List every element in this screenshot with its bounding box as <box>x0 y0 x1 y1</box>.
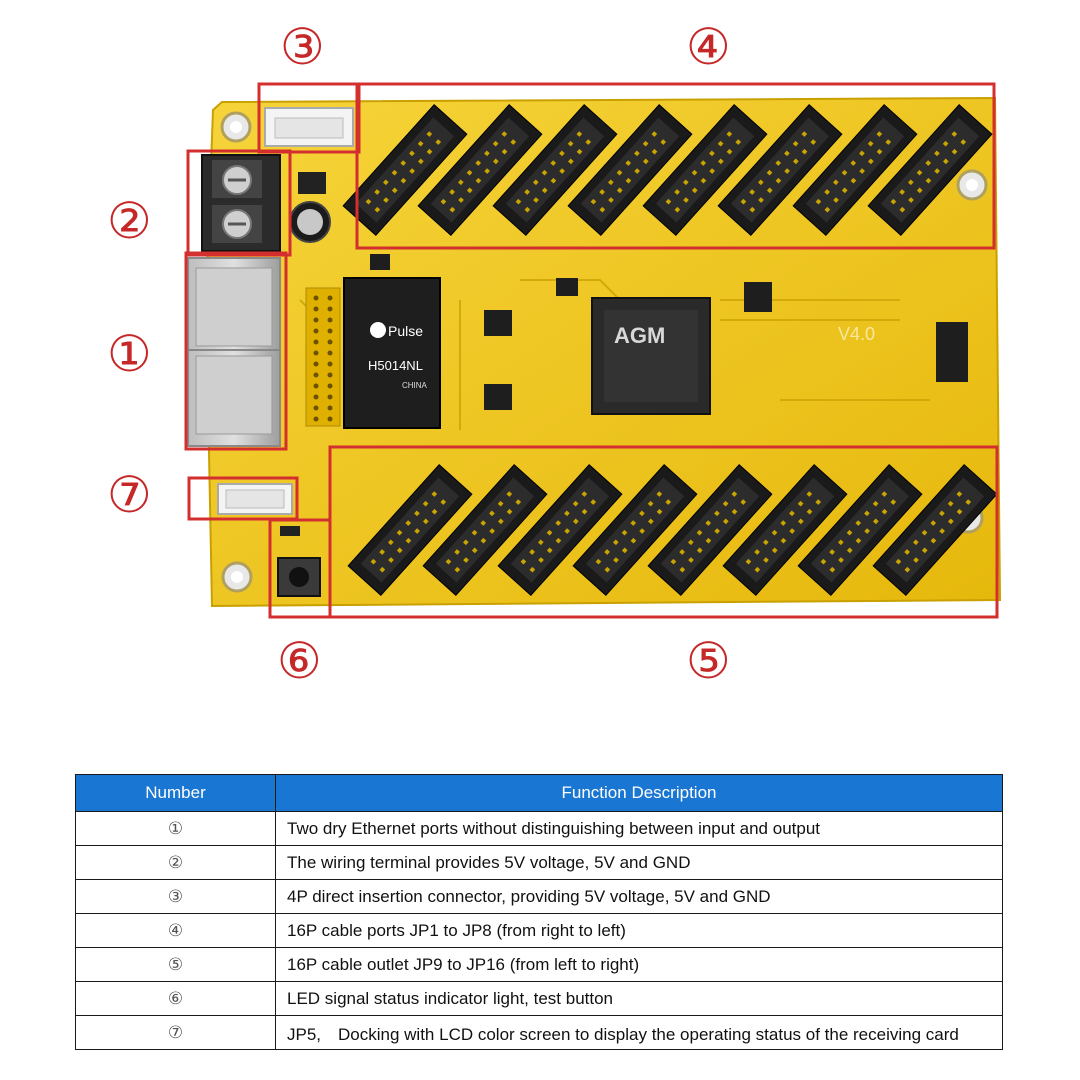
top-connector-3 <box>492 104 618 236</box>
row-description: LED signal status indicator light, test … <box>275 981 1003 1016</box>
transformer-brand: Pulse <box>388 323 423 339</box>
ethernet-ports <box>187 257 281 447</box>
callout-6: ⑥ <box>277 632 322 690</box>
highlight-box-3 <box>257 82 361 154</box>
top-connector-8 <box>867 104 993 236</box>
row-number: ④ <box>75 913 276 948</box>
bottom-connector-2 <box>422 464 548 596</box>
transformer-part: H5014NL <box>368 358 423 373</box>
top-connector-6 <box>717 104 843 236</box>
transformer-origin: CHINA <box>402 381 428 390</box>
row-number: ⑥ <box>75 981 276 1016</box>
highlight-box-2 <box>186 149 292 257</box>
table-row: ③ 4P direct insertion connector, providi… <box>75 879 1003 914</box>
row-description: 16P cable ports JP1 to JP8 (from right t… <box>275 913 1003 948</box>
bottom-connector-8 <box>872 464 998 596</box>
column-header-description: Function Description <box>275 774 1003 812</box>
row-description: The wiring terminal provides 5V voltage,… <box>275 845 1003 880</box>
row-number: ⑦ <box>75 1015 276 1050</box>
column-header-number: Number <box>75 774 276 812</box>
highlight-box-7 <box>187 476 299 521</box>
function-table: Number Function Description ① Two dry Et… <box>75 774 1003 1050</box>
four-pin-connector <box>264 107 354 147</box>
top-connector-7 <box>792 104 918 236</box>
bottom-connector-1 <box>347 464 473 596</box>
table-row: ⑦ JP5, Docking with LCD color screen to … <box>75 1015 1003 1050</box>
board-illustration: Pulse H5014NL CHINA AGM V4.0 <box>184 82 1002 619</box>
table-row: ④ 16P cable ports JP1 to JP8 (from right… <box>75 913 1003 948</box>
board-version: V4.0 <box>838 324 875 344</box>
header-pin-strip <box>305 287 341 427</box>
bottom-connector-row <box>347 464 998 596</box>
row-number: ③ <box>75 879 276 914</box>
highlight-box-1 <box>184 251 288 451</box>
callout-2: ② <box>107 192 152 250</box>
table-row: ① Two dry Ethernet ports without disting… <box>75 811 1003 846</box>
top-connector-row <box>342 104 993 236</box>
row-description: 16P cable outlet JP9 to JP16 (from left … <box>275 947 1003 982</box>
highlight-box-4 <box>355 82 996 250</box>
top-connector-1 <box>342 104 468 236</box>
callout-1: ① <box>107 325 152 383</box>
top-connector-2 <box>417 104 543 236</box>
row-number: ① <box>75 811 276 846</box>
row-number: ⑤ <box>75 947 276 982</box>
row-description: JP5, Docking with LCD color screen to di… <box>275 1015 1003 1050</box>
bottom-connector-3 <box>497 464 623 596</box>
top-connector-5 <box>642 104 768 236</box>
buffer-chip <box>936 322 968 382</box>
table-row: ② The wiring terminal provides 5V voltag… <box>75 845 1003 880</box>
row-number: ② <box>75 845 276 880</box>
callout-3: ③ <box>280 18 325 76</box>
jp5-connector <box>217 483 293 515</box>
table-header-row: Number Function Description <box>75 774 1003 812</box>
network-transformer: Pulse H5014NL CHINA <box>343 277 441 429</box>
bottom-connector-6 <box>722 464 848 596</box>
table-row: ⑤ 16P cable outlet JP9 to JP16 (from lef… <box>75 947 1003 982</box>
callout-5: ⑤ <box>686 632 731 690</box>
bottom-connector-7 <box>797 464 923 596</box>
fpga-logo: AGM <box>614 323 665 348</box>
capacitor <box>289 172 331 243</box>
highlight-box-6 <box>268 518 332 619</box>
main-fpga-chip: AGM <box>591 297 711 415</box>
table-row: ⑥ LED signal status indicator light, tes… <box>75 981 1003 1016</box>
small-chips <box>370 254 772 410</box>
callout-4: ④ <box>686 18 731 76</box>
row-description: Two dry Ethernet ports without distingui… <box>275 811 1003 846</box>
top-connector-4 <box>567 104 693 236</box>
receiving-card-diagram: Pulse H5014NL CHINA AGM V4.0 <box>107 18 1002 690</box>
highlight-boxes <box>184 82 999 619</box>
bottom-connector-5 <box>647 464 773 596</box>
wiring-terminal <box>201 154 281 252</box>
test-button <box>277 526 321 597</box>
row-description: 4P direct insertion connector, providing… <box>275 879 1003 914</box>
bottom-connector-4 <box>572 464 698 596</box>
callout-7: ⑦ <box>107 466 152 524</box>
